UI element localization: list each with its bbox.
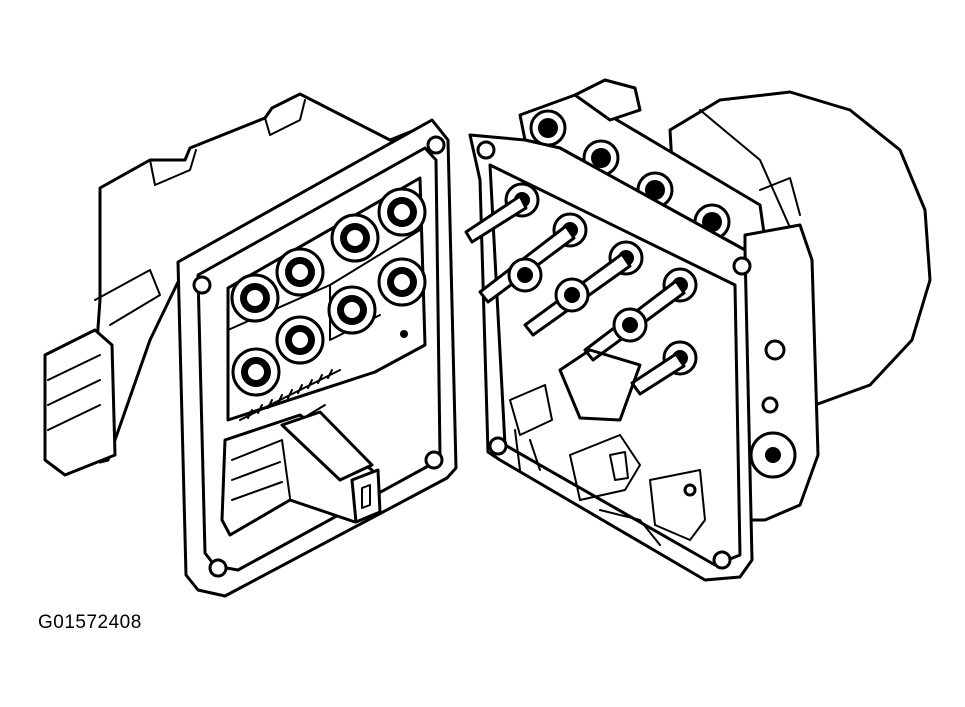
mounting-hole — [208, 558, 228, 578]
figure-code: G01572408 — [38, 612, 142, 633]
mounting-hole — [476, 140, 496, 160]
valve-stems — [464, 182, 698, 396]
mounting-hole — [732, 256, 752, 276]
solenoid-coils — [230, 187, 427, 397]
control-module — [43, 92, 458, 598]
side-connector — [43, 328, 117, 477]
mounting-hole — [426, 135, 446, 155]
mounting-hole — [488, 436, 508, 456]
hydraulic-modulator — [464, 78, 932, 582]
mounting-hole — [192, 275, 212, 295]
mounting-hole — [712, 550, 732, 570]
mounting-hole — [424, 450, 444, 470]
inlet-tube — [573, 78, 642, 122]
